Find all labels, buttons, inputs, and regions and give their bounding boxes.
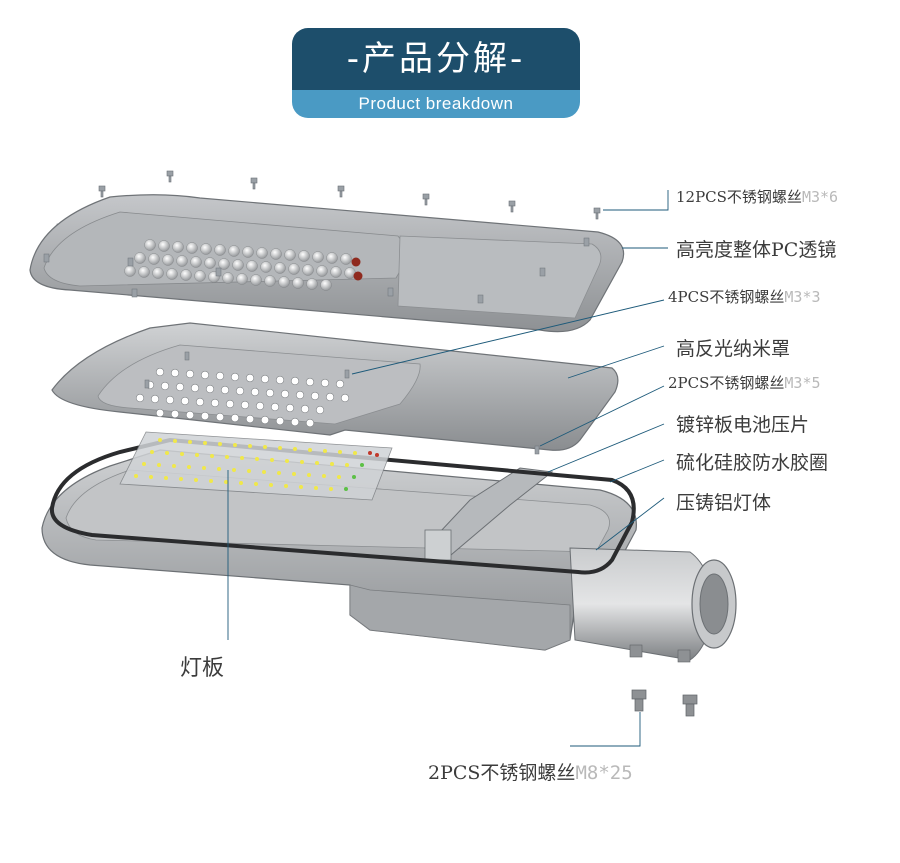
pc-lens-part (29, 194, 625, 333)
label-spec: M3*6 (801, 188, 839, 206)
label-screws-2-m8: 2PCS不锈钢螺丝M8*25 (428, 758, 633, 785)
label-main: 硫化硅胶防水胶圈 (676, 452, 829, 474)
screw-icon (250, 177, 258, 190)
title-banner-top (292, 28, 580, 90)
label-main: 灯板 (180, 656, 225, 681)
screw-icon (422, 193, 430, 206)
bottom-bolts (631, 689, 698, 717)
label-spec: M8*25 (575, 762, 633, 784)
banner-title: -产品分解- (346, 39, 526, 79)
housing-part (41, 437, 737, 663)
label-pc-lens: 高亮度整体PC透镜 (676, 235, 836, 262)
leader-lines (227, 190, 669, 747)
label-main: 2PCS不锈钢螺丝 (428, 762, 576, 784)
top-screws (56, 170, 601, 236)
label-main: 压铸铝灯体 (676, 492, 772, 514)
label-screws-12: 12PCS不锈钢螺丝M3*6 (676, 186, 838, 207)
label-screws-4: 4PCS不锈钢螺丝M3*3 (668, 286, 821, 307)
label-led-board: 灯板 (180, 650, 224, 682)
label-main: 高亮度整体PC透镜 (676, 239, 837, 261)
label-main: 4PCS不锈钢螺丝 (668, 288, 785, 306)
label-reflector: 高反光纳米罩 (676, 334, 790, 361)
bolt-icon (631, 689, 647, 712)
led-dots (134, 438, 357, 491)
screw-icon (508, 200, 516, 213)
bolt-icon (682, 694, 698, 717)
screw-icon (593, 207, 601, 220)
screw-icon (166, 170, 174, 183)
label-spec: M3*5 (784, 374, 821, 392)
reflector-holes (135, 367, 350, 428)
lens-domes (124, 239, 363, 291)
banner-subtitle: Product breakdown (358, 94, 514, 113)
label-main: 镀锌板电池压片 (676, 414, 810, 436)
label-spec: M3*3 (784, 288, 821, 306)
reflector-part (51, 322, 619, 455)
title-banner-bottom (292, 90, 580, 118)
label-main: 2PCS不锈钢螺丝 (668, 374, 785, 392)
led-board-part (119, 431, 393, 501)
label-main: 高反光纳米罩 (676, 338, 791, 360)
screw-icon (98, 185, 106, 198)
label-battery-plate: 镀锌板电池压片 (676, 410, 809, 437)
label-main: 12PCS不锈钢螺丝 (676, 188, 802, 206)
lens-screws (43, 237, 590, 304)
label-gasket: 硫化硅胶防水胶圈 (676, 448, 828, 475)
label-housing: 压铸铝灯体 (676, 488, 771, 515)
screw-icon (337, 185, 345, 198)
reflector-screws (144, 351, 540, 455)
title-banner: -产品分解- Product breakdown (292, 28, 580, 118)
label-screws-2-m3: 2PCS不锈钢螺丝M3*5 (668, 372, 821, 393)
